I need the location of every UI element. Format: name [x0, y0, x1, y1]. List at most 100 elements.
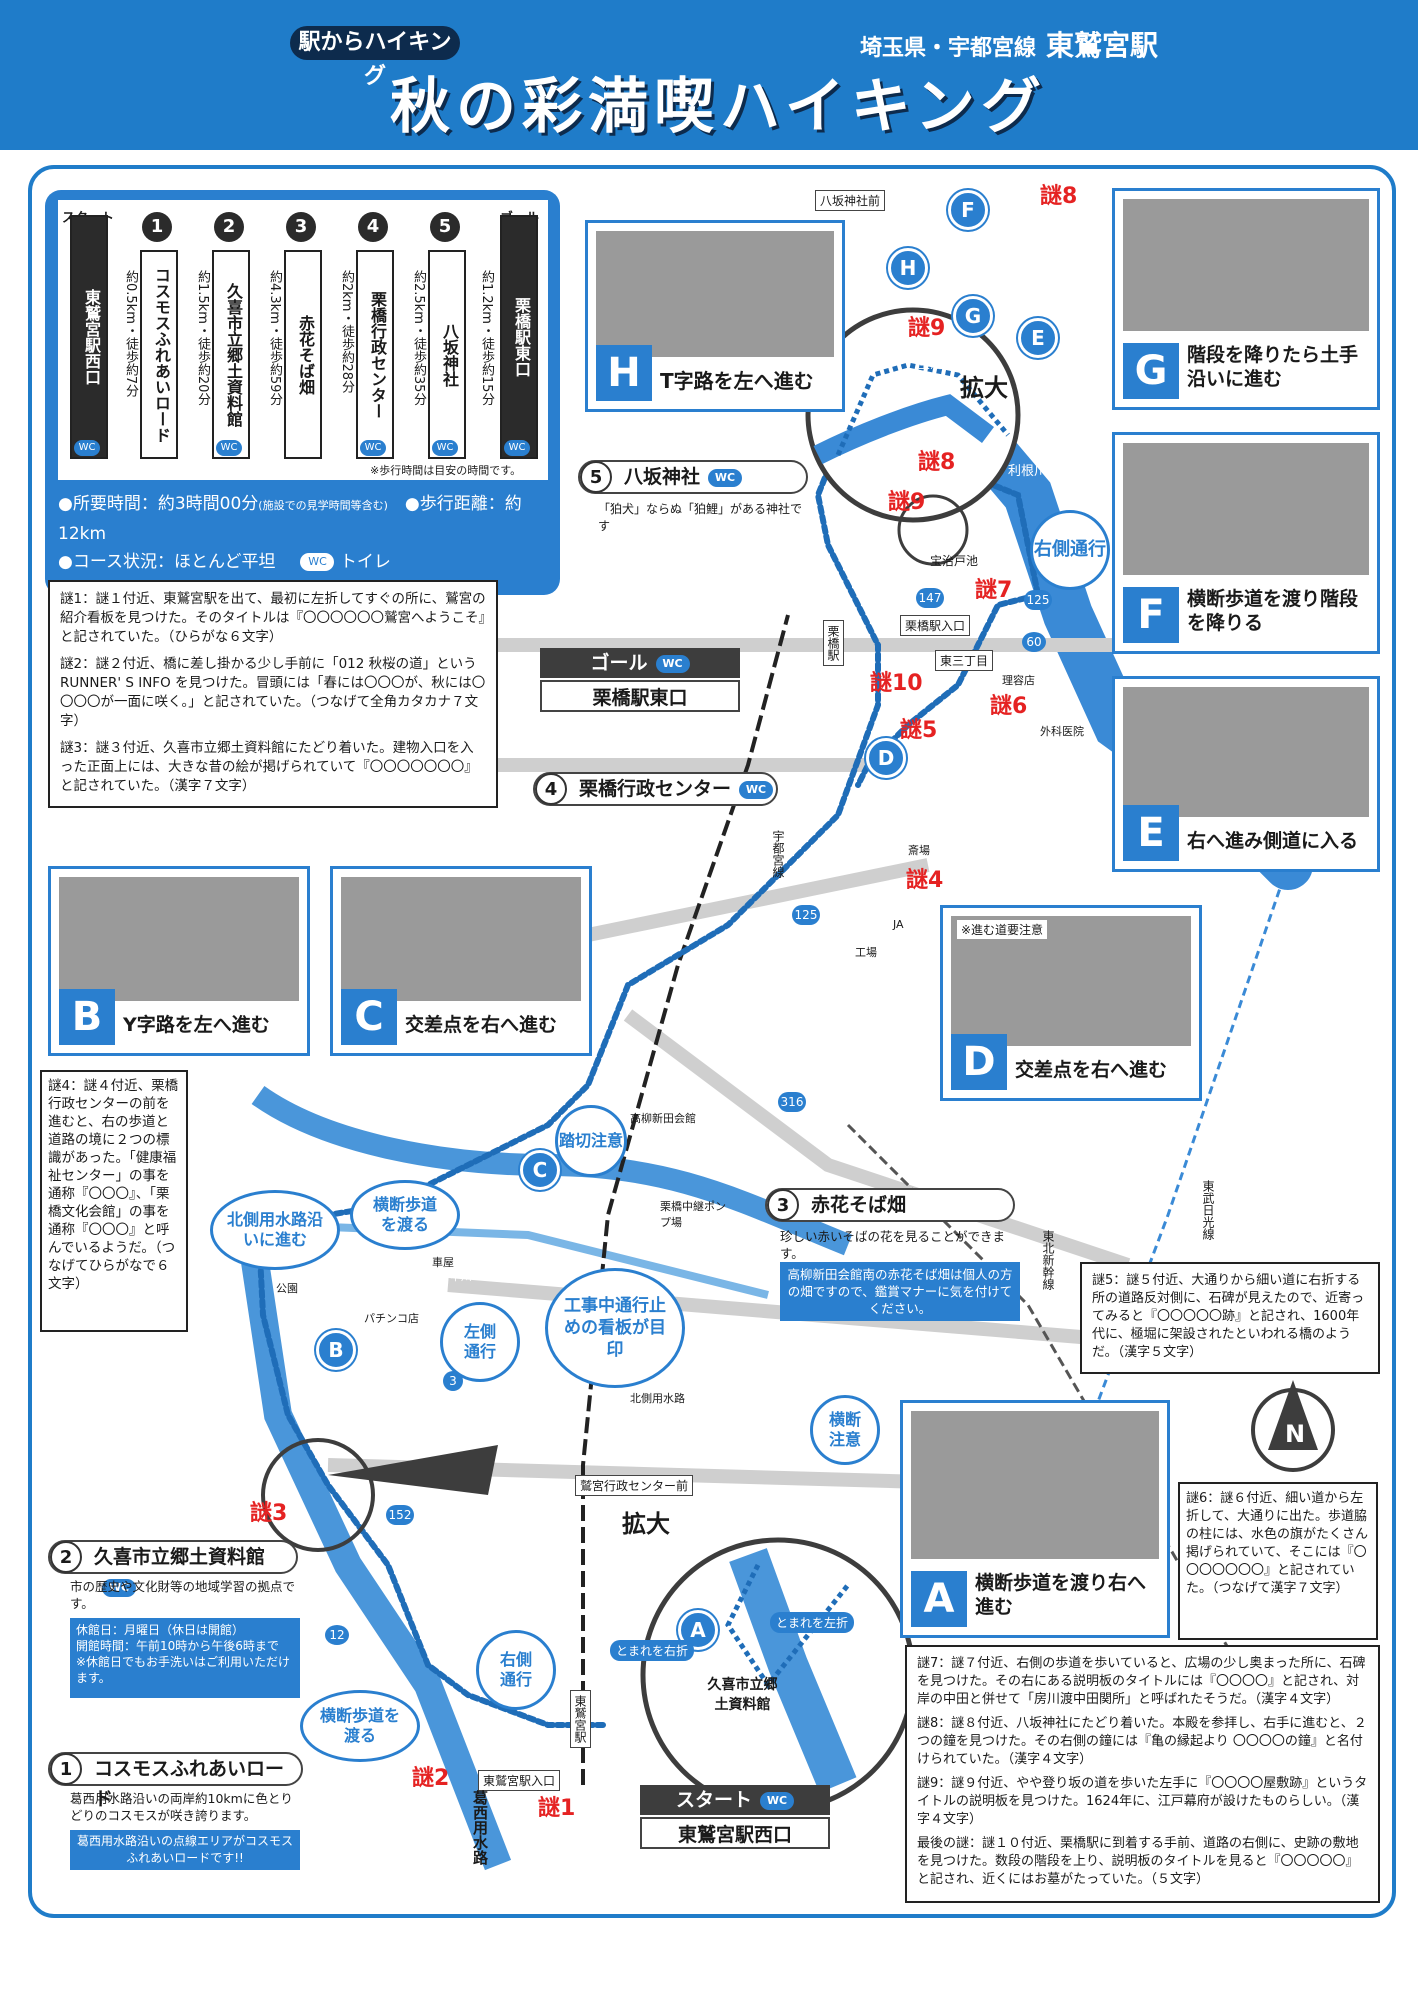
riddle-box-7-10: 謎7：謎７付近、右側の歩道を歩いていると、広場の少し奥まった所に、石碑を見つけた… [905, 1645, 1380, 1903]
utsunomiya-line [581, 614, 790, 1785]
stop-4-title: 栗橋行政センター WC [533, 772, 778, 806]
label-yasaka-mae: 八坂神社前 [815, 190, 886, 211]
label-kitayosui: 北側用水路 [630, 1392, 685, 1405]
riddle-box-1-3: 謎1：謎１付近、東鷲宮駅を出て、最初に左折してすぐの所に、鷲宮の紹介看板を見つけ… [48, 580, 498, 808]
callout-kitagawa: 北側用水路沿いに進む [210, 1190, 340, 1270]
route-num-2: 2 [214, 212, 244, 242]
callout-hidarigawa: 左側通行 [440, 1302, 520, 1382]
photo-H: H T字路を左へ進む [585, 220, 845, 412]
riddle-box-5: 謎5：謎５付近、大通りから細い道に右折する所の道路反対側に、石碑が見えたので、近… [1080, 1262, 1380, 1374]
label-kurihashi-eki: 栗橋駅 [823, 620, 844, 666]
riddle-10: 最後の謎：謎１０付近、栗橋駅に到着する手前、道路の右側に、史跡の敷地を見つけた。… [917, 1836, 1359, 1887]
ekikara-badge: 駅からハイキング [290, 26, 460, 89]
wc-badge-5: WC [432, 440, 458, 456]
nazo-1: 謎1 [538, 1796, 576, 1821]
nazo-8: 謎8 [918, 450, 956, 475]
label-higashi3: 東三丁目 [935, 650, 994, 671]
photo-F-image [1123, 443, 1369, 575]
wc-badge-goal: WC [504, 440, 530, 456]
header-banner [0, 0, 1418, 150]
start-label-text: スタート [675, 1789, 752, 1811]
stop-3-title: 赤花そば畑 [765, 1188, 1015, 1222]
stop-1-desc: 葛西用水路沿いの両岸約10kmに色とりどりのコスモスが咲き誇ります。 [70, 1791, 293, 1823]
riddle-8: 謎8：謎８付近、八坂神社にたどり着いた。本殿を参拝し、右手に進むと、２つの鐘を見… [917, 1716, 1367, 1767]
route-note: ※歩行時間は目安の時間です。 [370, 464, 522, 477]
label-higashiwashi-iriguchi: 東鷲宮駅入口 [478, 1770, 561, 1791]
stop-5-name: 八坂神社 [624, 466, 701, 488]
photo-H-caption: T字路を左へ進む [660, 369, 814, 393]
route-shield-60: 60 [1022, 632, 1046, 652]
stop-3-desc: 珍しい赤いそばの花を見ることができます。 [780, 1229, 1006, 1261]
callout-koji: 工事中通行止めの看板が目印 [545, 1268, 685, 1388]
nazo-5: 謎5 [900, 718, 938, 743]
pin-H[interactable]: H [888, 248, 928, 288]
station-name: 東鷲宮駅 [1046, 29, 1159, 62]
stop-2-hours: 休館日：月曜日（休日は開館） 開館時間：午前10時から午後6時まで ※休館日でも… [70, 1618, 300, 1698]
photo-H-image [596, 231, 834, 357]
info-toilet: トイレ [339, 552, 391, 572]
nazo-9-zoom: 謎9 [908, 316, 946, 341]
stop-5-wc: WC [708, 468, 743, 487]
photo-C: C 交差点を右へ進む [330, 866, 592, 1056]
label-higashiwashi-eki: 東鷲宮駅 [570, 1690, 591, 1748]
zoom-top-label: 拡大 [960, 374, 1008, 402]
route-dist-2: 約1.5km・徒歩約20分 [195, 270, 210, 406]
callout-fumikiri: 踏切注意 [555, 1105, 627, 1177]
nazo-2: 謎2 [412, 1766, 450, 1791]
route-dist-1: 約0.5km・徒歩約7分 [123, 270, 138, 398]
nazo-6: 謎6 [990, 694, 1028, 719]
riddle-7: 謎7：謎７付近、右側の歩道を歩いていると、広場の少し奥まった所に、石碑を見つけた… [917, 1656, 1366, 1707]
stop-1-num: 1 [50, 1753, 82, 1785]
stop-2-desc: 市の歴史や文化財等の地域学習の拠点です。 [70, 1579, 296, 1611]
route-shield-147: 147 [916, 588, 944, 608]
stop-2-hours2: 開館時間：午前10時から午後6時まで [76, 1639, 279, 1653]
photo-A-image [911, 1411, 1159, 1559]
photo-H-letter: H [596, 345, 652, 401]
route-shield-125: 125 [792, 905, 820, 925]
small-zoom-top [897, 494, 969, 566]
start-name: 東鷲宮駅西口 [640, 1817, 830, 1849]
nazo-9: 謎9 [888, 490, 926, 515]
label-shinkansen: 東北新幹線 [1041, 1230, 1055, 1290]
route-shield-152: 152 [386, 1505, 414, 1525]
label-geka: 外科医院 [1040, 725, 1084, 738]
stop-4-name: 栗橋行政センター [579, 778, 732, 800]
route-dist-goal: 約1.2km・徒歩約15分 [479, 270, 494, 406]
photo-F-letter: F [1123, 587, 1179, 643]
kasai-canal [234, 1212, 512, 1871]
route-num-3: 3 [286, 212, 316, 242]
callout-migigawa-1: 右側通行 [1030, 510, 1110, 590]
stop-3-notice: 高柳新田会館南の赤花そば畑は個人の方の畑ですので、鑑賞マナーに気を付けてください… [780, 1262, 1020, 1321]
nazo-3: 謎3 [250, 1501, 288, 1526]
riddle-box-6: 謎6：謎６付近、細い道から左折して、大通りに出た。歩道脇の柱には、水色の旗がたく… [1178, 1482, 1378, 1640]
route-shield-125b: 125 [1024, 590, 1052, 610]
nazo-4: 謎4 [906, 868, 944, 893]
zoom-bottom-label: 拡大 [622, 1510, 670, 1538]
pin-B[interactable]: B [316, 1330, 356, 1370]
label-tomare-migi: とまれを右折 [610, 1640, 695, 1661]
pin-E[interactable]: E [1018, 318, 1058, 358]
stop-4-num: 4 [535, 773, 567, 805]
start-wc: WC [760, 1791, 794, 1810]
callout-migigawa-2: 右側通行 [476, 1630, 556, 1710]
route-dist-5: 約2.5km・徒歩約35分 [411, 270, 426, 406]
stop-1-title: コスモスふれあいロード [48, 1752, 303, 1810]
page-title: 秋の彩満喫ハイキング [390, 72, 1047, 142]
pin-F[interactable]: F [948, 190, 988, 230]
pin-D[interactable]: D [866, 738, 906, 778]
route-point-2: 久喜市立郷土資料館 [212, 250, 250, 459]
wc-badge-2: WC [216, 440, 242, 456]
pin-G[interactable]: G [953, 296, 993, 336]
photo-A-letter: A [911, 1571, 967, 1627]
label-saijo: 斎場 [908, 844, 930, 857]
pin-C[interactable]: C [520, 1150, 560, 1190]
stop-4-wc: WC [739, 780, 774, 799]
route-point-goal: 栗橋駅東口 [500, 215, 538, 459]
label-ja: JA [893, 918, 904, 931]
photo-B-image [59, 877, 299, 1001]
info-time: ●所要時間：約3時間00分 [58, 494, 259, 514]
route-dist-4: 約2km・徒歩約28分 [339, 270, 354, 394]
route-shield-12: 12 [325, 1625, 349, 1645]
compass-n: N [1284, 1420, 1306, 1448]
